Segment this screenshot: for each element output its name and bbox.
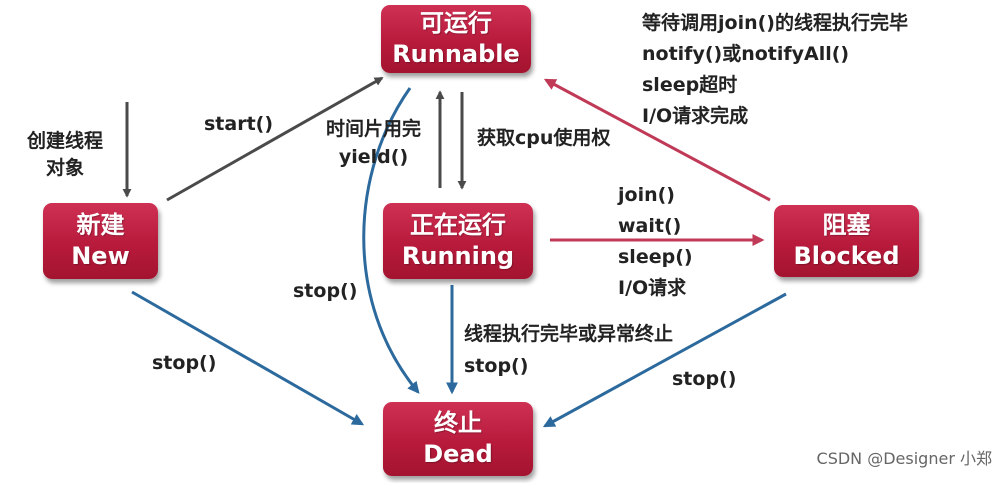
label-block-4: I/O请求	[618, 277, 687, 299]
label-unblock-1: 等待调用join()的线程执行完毕	[642, 12, 908, 34]
state-dead-en: Dead	[423, 440, 493, 468]
state-dead: 终止 Dead	[383, 402, 533, 476]
label-finish-1: 线程执行完毕或异常终止	[464, 323, 674, 345]
label-unblock-2: notify()或notifyAll()	[642, 43, 850, 65]
state-blocked: 阻塞 Blocked	[774, 205, 919, 277]
label-stop-new: stop()	[152, 352, 217, 374]
label-block-3: sleep()	[618, 246, 693, 268]
state-blocked-cn: 阻塞	[822, 211, 871, 239]
label-create-line1: 创建线程	[27, 130, 104, 152]
arrow-stop-new	[131, 290, 365, 426]
arrow-stop-runnable	[362, 87, 420, 394]
state-running-cn: 正在运行	[410, 211, 506, 239]
state-new-en: New	[71, 242, 130, 270]
state-runnable-cn: 可运行	[420, 9, 492, 37]
label-unblock: 等待调用join()的线程执行完毕 notify()或notifyAll() s…	[642, 8, 908, 132]
state-new-cn: 新建	[76, 211, 125, 239]
label-stop-runnable: stop()	[293, 280, 358, 302]
state-running-en: Running	[401, 242, 515, 270]
state-dead-cn: 终止	[434, 409, 482, 437]
watermark: CSDN @Designer 小郑	[816, 449, 992, 468]
label-yield: yield()	[338, 146, 409, 168]
label-unblock-4: I/O请求完成	[642, 105, 749, 127]
label-get-cpu: 获取cpu使用权	[477, 127, 611, 149]
label-unblock-3: sleep超时	[642, 74, 738, 96]
label-timeslice-yield: 时间片用完 yield()	[326, 118, 421, 169]
label-start: start()	[204, 113, 274, 135]
state-runnable: 可运行 Runnable	[381, 5, 531, 73]
label-stop-blocked: stop()	[672, 368, 737, 390]
state-runnable-en: Runnable	[392, 40, 520, 68]
state-blocked-en: Blocked	[793, 242, 900, 270]
label-create-line2: 对象	[46, 157, 85, 179]
label-finish: 线程执行完毕或异常终止 stop()	[464, 318, 673, 382]
label-timeslice: 时间片用完	[326, 118, 422, 140]
label-finish-2: stop()	[464, 355, 529, 377]
label-block-2: wait()	[618, 215, 682, 237]
label-block-1: join()	[618, 184, 675, 206]
label-block: join() wait() sleep() I/O请求	[618, 180, 693, 304]
state-new: 新建 New	[43, 203, 158, 279]
arrow-unblock	[543, 78, 771, 202]
state-running: 正在运行 Running	[383, 203, 533, 279]
label-create-thread: 创建线程 对象	[27, 130, 103, 180]
arrow-start	[166, 76, 384, 202]
arrow-stop-blocked	[542, 292, 787, 428]
